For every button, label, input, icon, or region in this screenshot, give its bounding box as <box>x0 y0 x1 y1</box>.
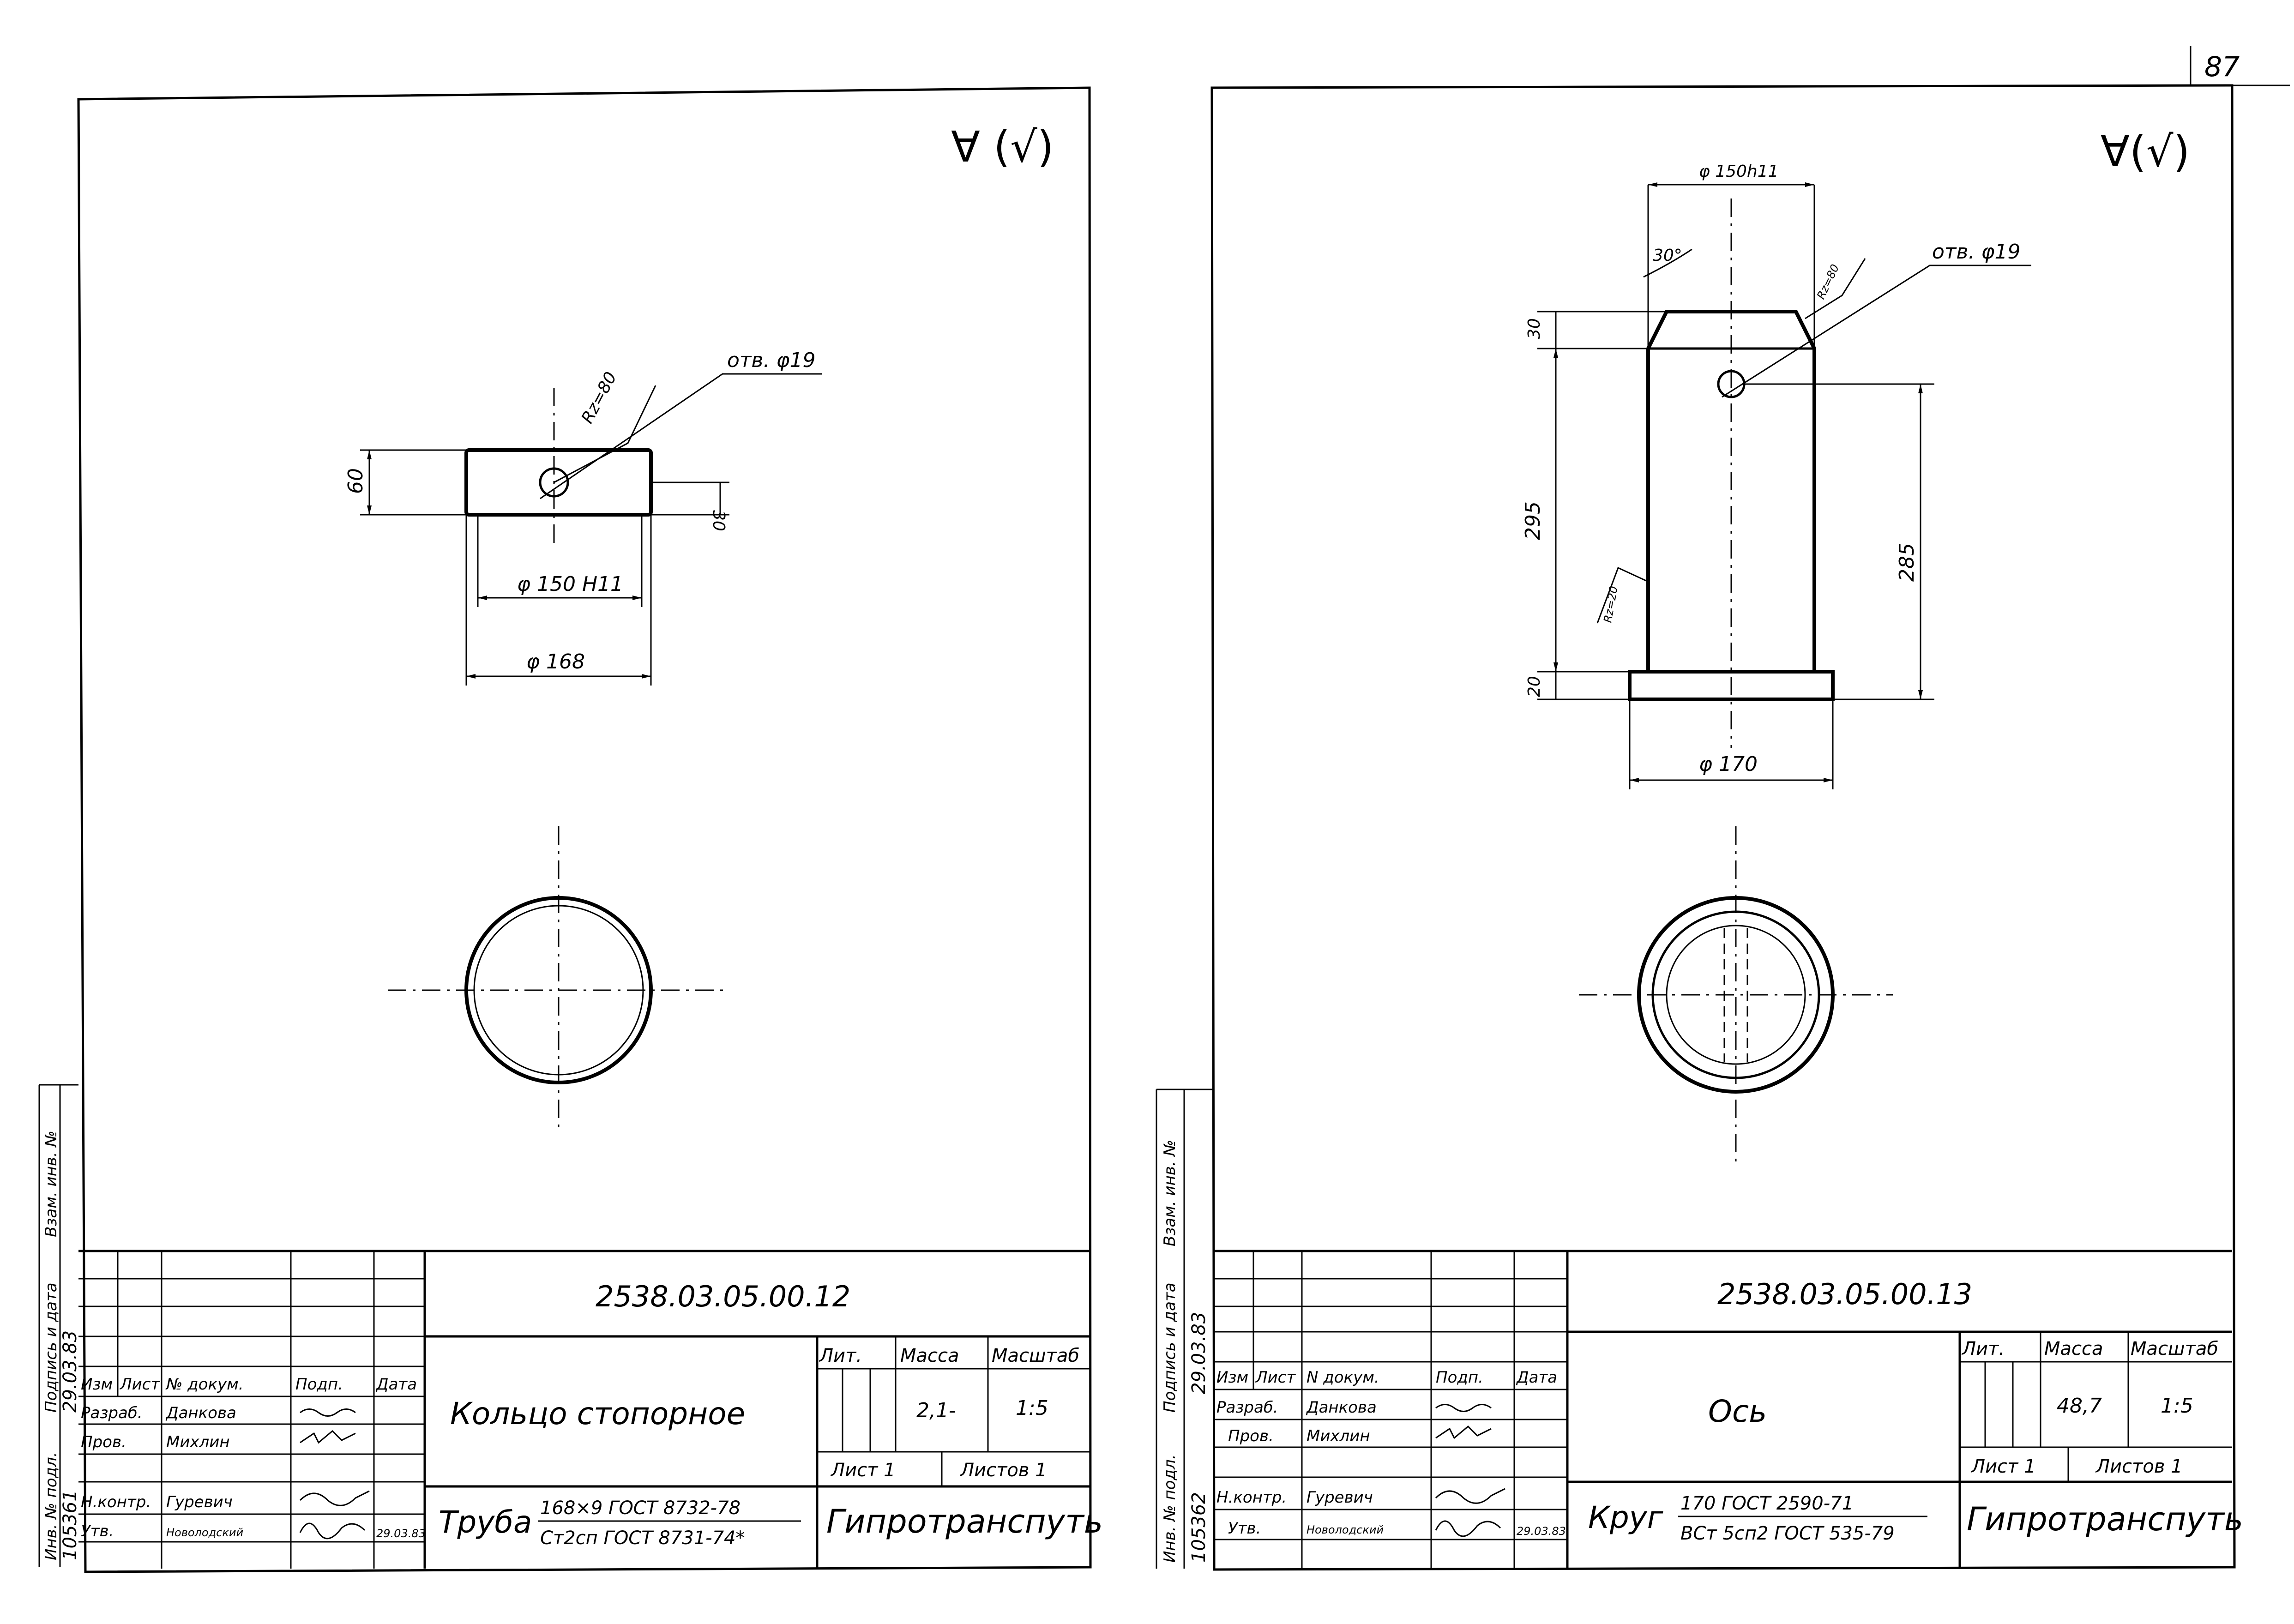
sheet-left: ∀ (√) 60 30 φ 150 H11 φ 168 <box>38 86 1103 1573</box>
roughness-rz-side: Rz=20 <box>1601 585 1620 624</box>
name-checker: Михлин <box>166 1433 230 1451</box>
header-scale: Масштаб <box>2131 1338 2218 1359</box>
stamp-inv-number: 105361 <box>60 1490 81 1560</box>
role-norm-control: Н.контр. <box>1216 1488 1287 1507</box>
sheet-number: Лист 1 <box>830 1460 896 1481</box>
header-mass: Масса <box>900 1345 959 1366</box>
stamp-replace-label: Взам. инв. № <box>42 1131 60 1237</box>
role-checker: Пров. <box>1228 1427 1274 1445</box>
hole-callout: отв. φ19 <box>727 349 815 372</box>
role-norm-control: Н.контр. <box>81 1493 151 1511</box>
roughness-rz-label: Rz=80 <box>578 369 620 427</box>
material-spec: 170 ГОСТ 2590-71 <box>1680 1493 1854 1514</box>
signature-scribbles <box>299 1408 370 1540</box>
header-scale: Масштаб <box>992 1345 1079 1366</box>
roughness-rz-top: Rz=80 <box>1814 262 1842 301</box>
sheet-right: ∀(√) φ 150h11 30° Rz=80 отв. φ19 <box>1156 84 2243 1571</box>
dim-outer-diameter: φ 168 <box>526 650 585 674</box>
col-doc: N докум. <box>1307 1368 1379 1387</box>
side-stamp-left: Инв. № подл. 105361 Подпись и дата 29.03… <box>38 1084 81 1567</box>
col-list: Лист <box>1255 1368 1296 1387</box>
dim-chamfer-angle: 30° <box>1653 246 1682 265</box>
name-checker: Михлин <box>1307 1427 1370 1445</box>
sheet-right-frame <box>1210 84 2236 1571</box>
col-sign: Подп. <box>295 1375 343 1394</box>
sheet-count: Листов 1 <box>2095 1456 2183 1477</box>
stamp-replace-label: Взам. инв. № <box>1161 1140 1179 1246</box>
sheet-number: Лист 1 <box>1970 1456 2036 1477</box>
drawing-designation: 2538.03.05.00.13 <box>1717 1277 1972 1311</box>
part-name: Кольцо стопорное <box>450 1396 745 1432</box>
page-number-area: 87 <box>2190 46 2290 86</box>
role-approver: Утв. <box>1228 1519 1261 1538</box>
role-developer: Разраб. <box>81 1404 143 1422</box>
col-date: Дата <box>375 1375 417 1394</box>
roughness-mark: ∀ (√) <box>951 122 1054 172</box>
name-developer: Данкова <box>165 1404 236 1422</box>
ring-plan-view <box>388 826 729 1131</box>
mass-value: 48,7 <box>2057 1394 2102 1418</box>
dim-base-diameter: φ 170 <box>1699 752 1758 776</box>
dim-flange-height: 20 <box>1525 676 1544 697</box>
dim-hole-offset: 30 <box>709 510 728 531</box>
header-lit: Лит. <box>1961 1338 2005 1359</box>
material-spec: 168×9 ГОСТ 8732-78 <box>540 1498 741 1519</box>
drawing-designation: 2538.03.05.00.12 <box>596 1280 850 1313</box>
page-number: 87 <box>2204 51 2240 83</box>
col-list: Лист <box>119 1375 160 1394</box>
sign-date: 29.03.83 <box>376 1527 426 1540</box>
mass-value: 2,1- <box>916 1399 956 1422</box>
name-norm-control: Гуревич <box>1307 1488 1373 1507</box>
ring-section-view: 60 30 φ 150 H11 φ 168 Rz=80 отв. φ19 <box>344 349 822 686</box>
part-name: Ось <box>1708 1394 1767 1429</box>
stamp-sign-date: 29.03.83 <box>1188 1312 1210 1394</box>
col-doc: № докум. <box>165 1375 244 1394</box>
scale-value: 1:5 <box>1016 1396 1048 1420</box>
material-prefix: Труба <box>439 1504 532 1540</box>
col-izm: Изм <box>1216 1368 1248 1387</box>
dim-height: 60 <box>344 468 367 494</box>
dim-hole-position: 285 <box>1895 543 1919 582</box>
dim-inner-diameter: φ 150 H11 <box>517 572 623 596</box>
dim-body-height: 295 <box>1521 501 1545 540</box>
title-block-right: 2538.03.05.00.13 Ось Круг 170 ГОСТ 2590-… <box>1214 1250 2243 1569</box>
header-lit: Лит. <box>819 1345 862 1366</box>
role-approver: Утв. <box>81 1522 114 1540</box>
stamp-sign-label: Подпись и дата <box>1161 1282 1179 1413</box>
col-date: Дата <box>1516 1368 1557 1387</box>
axle-front-view: φ 150h11 30° Rz=80 отв. φ19 30 295 20 Rz… <box>1521 162 2031 789</box>
roughness-mark: ∀(√) <box>2101 127 2190 176</box>
dim-chamfer-height: 30 <box>1525 318 1544 339</box>
sign-date: 29.03.83 <box>1517 1525 1566 1538</box>
scale-value: 1:5 <box>2161 1394 2193 1418</box>
sheet-count: Листов 1 <box>959 1460 1047 1481</box>
col-izm: Изм <box>81 1375 113 1394</box>
stamp-inv-label: Инв. № подл. <box>1161 1454 1179 1563</box>
role-checker: Пров. <box>81 1433 126 1451</box>
material-grade: Ст2сп ГОСТ 8731-74* <box>540 1528 745 1549</box>
axle-plan-view <box>1579 826 1893 1163</box>
stamp-sign-date: 29.03.83 <box>60 1330 81 1413</box>
name-norm-control: Гуревич <box>166 1493 233 1511</box>
signature-scribbles <box>1435 1404 1505 1537</box>
organization-name: Гипротранспуть <box>826 1503 1103 1540</box>
title-block-left: 2538.03.05.00.12 Кольцо стопорное Труба … <box>78 1250 1103 1569</box>
stamp-sign-label: Подпись и дата <box>42 1282 60 1413</box>
material-grade: ВСт 5сп2 ГОСТ 535-79 <box>1680 1523 1895 1544</box>
name-approver: Новолодский <box>1307 1523 1384 1536</box>
dim-top-diameter: φ 150h11 <box>1699 162 1779 181</box>
header-mass: Масса <box>2044 1338 2103 1359</box>
role-developer: Разраб. <box>1216 1398 1278 1417</box>
material-prefix: Круг <box>1588 1500 1663 1535</box>
name-approver: Новолодский <box>166 1526 243 1539</box>
name-developer: Данкова <box>1306 1398 1377 1417</box>
stamp-inv-label: Инв. № подл. <box>42 1452 60 1560</box>
side-stamp-right: Инв. № подл. 105362 Подпись и дата 29.03… <box>1156 1089 1214 1569</box>
hole-callout: отв. φ19 <box>1932 240 2020 264</box>
stamp-inv-number: 105362 <box>1188 1492 1210 1563</box>
col-sign: Подп. <box>1436 1368 1483 1387</box>
organization-name: Гипротранспуть <box>1967 1500 2243 1538</box>
